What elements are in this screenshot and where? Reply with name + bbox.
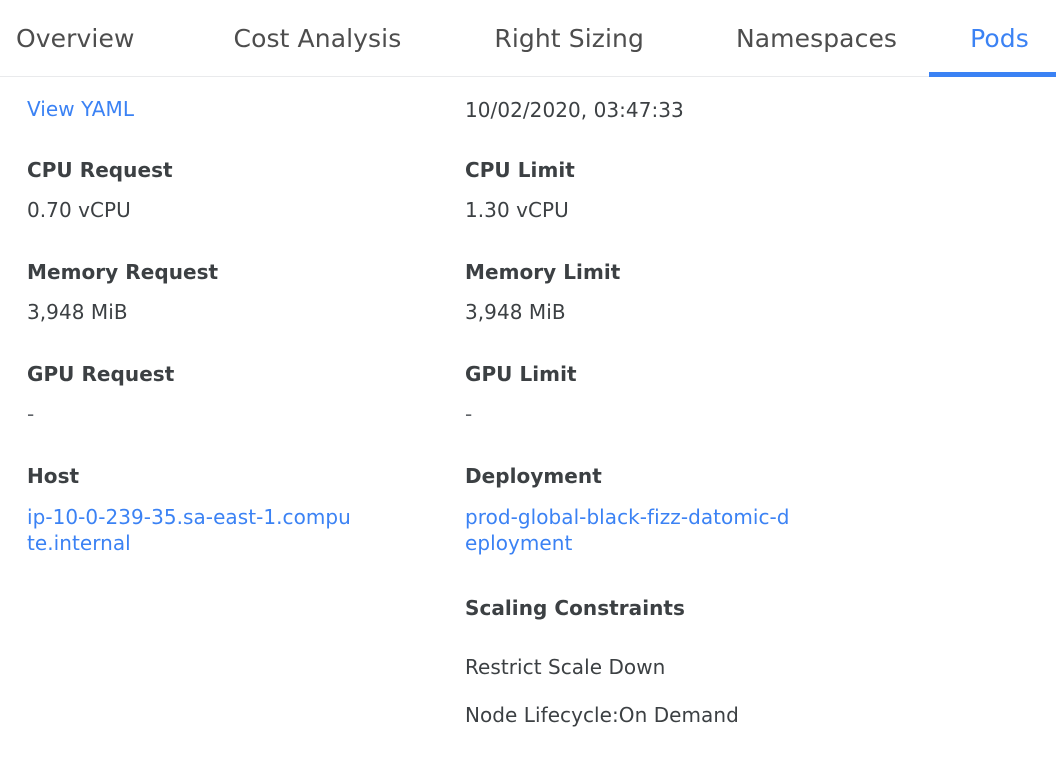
gpu-request-field: GPU Request -: [27, 362, 427, 427]
restrict-scale-down-text: Restrict Scale Down: [465, 655, 666, 679]
view-yaml-link[interactable]: View YAML: [27, 97, 135, 121]
deployment-field: Deployment prod-global-black-fizz-datomi…: [465, 464, 885, 557]
tab-cost-analysis-label: Cost Analysis: [233, 23, 402, 53]
cpu-limit-value: 1.30 vCPU: [465, 198, 569, 222]
deployment-link[interactable]: prod-global-black-fizz-datomic-deploymen…: [465, 505, 790, 556]
active-tab-indicator: [929, 72, 1056, 77]
gpu-limit-value: -: [465, 402, 473, 426]
gpu-request-label: GPU Request: [27, 362, 175, 386]
tab-overview[interactable]: Overview: [0, 0, 151, 76]
host-value-wrapper: ip-10-0-239-35.sa-east-1.compute.interna…: [27, 504, 427, 557]
cpu-limit-label: CPU Limit: [465, 158, 575, 182]
tab-pods-label: Pods: [970, 23, 1029, 53]
scaling-constraints-label: Scaling Constraints: [465, 596, 685, 620]
host-link[interactable]: ip-10-0-239-35.sa-east-1.compute.interna…: [27, 505, 351, 556]
memory-request-field: Memory Request 3,948 MiB: [27, 260, 427, 325]
memory-request-label: Memory Request: [27, 260, 219, 284]
scaling-constraints-field: Scaling Constraints: [465, 596, 885, 620]
memory-limit-value: 3,948 MiB: [465, 300, 566, 324]
tab-right-sizing[interactable]: Right Sizing: [494, 0, 644, 76]
tab-namespaces-label: Namespaces: [735, 23, 898, 53]
tab-list: Overview Cost Analysis Right Sizing Name…: [0, 0, 1056, 77]
tab-cost-analysis[interactable]: Cost Analysis: [234, 0, 402, 76]
deployment-label: Deployment: [465, 464, 602, 488]
tab-right-sizing-label: Right Sizing: [494, 23, 644, 53]
view-yaml-field: View YAML: [27, 96, 427, 122]
host-field: Host ip-10-0-239-35.sa-east-1.compute.in…: [27, 464, 427, 557]
gpu-limit-label: GPU Limit: [465, 362, 577, 386]
tab-bar: Overview Cost Analysis Right Sizing Name…: [0, 0, 1056, 77]
cpu-request-field: CPU Request 0.70 vCPU: [27, 158, 427, 223]
tab-overview-label: Overview: [16, 23, 135, 53]
cpu-request-label: CPU Request: [27, 158, 173, 182]
gpu-limit-field: GPU Limit -: [465, 362, 885, 427]
cpu-request-value: 0.70 vCPU: [27, 198, 131, 222]
timestamp-value: 10/02/2020, 03:47:33: [465, 98, 684, 122]
memory-request-value: 3,948 MiB: [27, 300, 128, 324]
node-lifecycle-text: Node Lifecycle:On Demand: [465, 703, 739, 727]
gpu-request-value: -: [27, 402, 35, 426]
scaling-constraint-item-node-lifecycle: Node Lifecycle:On Demand: [465, 703, 885, 727]
memory-limit-label: Memory Limit: [465, 260, 621, 284]
memory-limit-field: Memory Limit 3,948 MiB: [465, 260, 885, 325]
deployment-value-wrapper: prod-global-black-fizz-datomic-deploymen…: [465, 504, 885, 557]
tab-pods[interactable]: Pods: [929, 0, 1056, 77]
timestamp-field: 10/02/2020, 03:47:33: [465, 98, 885, 123]
host-label: Host: [27, 464, 80, 488]
cpu-limit-field: CPU Limit 1.30 vCPU: [465, 158, 885, 223]
scaling-constraint-item-restrict-scale-down: Restrict Scale Down: [465, 655, 885, 679]
tab-namespaces[interactable]: Namespaces: [736, 0, 897, 76]
